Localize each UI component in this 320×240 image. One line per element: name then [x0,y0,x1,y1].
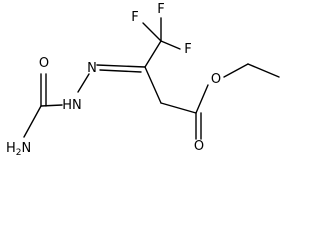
bond-c3-ch2 [144,66,162,104]
chemical-structure: F F F O N HN H2N O O [6,2,280,158]
bond-c3-n-b [99,69,142,73]
atom-n-imine: N [87,61,97,76]
bond-c-f1 [142,22,162,42]
structure-canvas: F F F O N HN H2N O O [6,2,280,158]
bond-ch2-ch3 [247,63,280,78]
atom-h2n-amide: H2N [6,141,31,158]
atom-o-urea: O [39,56,49,71]
bond-cf3-c3 [144,40,162,68]
atom-h2n-h: H [6,141,16,156]
bond-oether-ch2 [223,63,249,78]
bond-ch2-cester [160,102,197,114]
bond-nh-curea [40,104,63,107]
bond-curea-nh2 [23,105,42,138]
atom-h2n-n: N [22,141,32,156]
bond-c3-n-a [96,64,146,68]
atom-h2n-sub: 2 [16,148,22,158]
atom-o-ester: O [211,72,221,87]
bond-n-nh [77,73,90,93]
atom-o-carbonyl-ester: O [194,139,204,154]
atom-f-top-left: F [131,10,138,25]
atom-f-right: F [184,42,191,57]
bond-cester-oether [195,84,209,114]
atom-f-top-mid: F [157,2,164,17]
bond-c-f3 [160,40,181,50]
atom-hn-hydrazine: HN [62,98,82,113]
